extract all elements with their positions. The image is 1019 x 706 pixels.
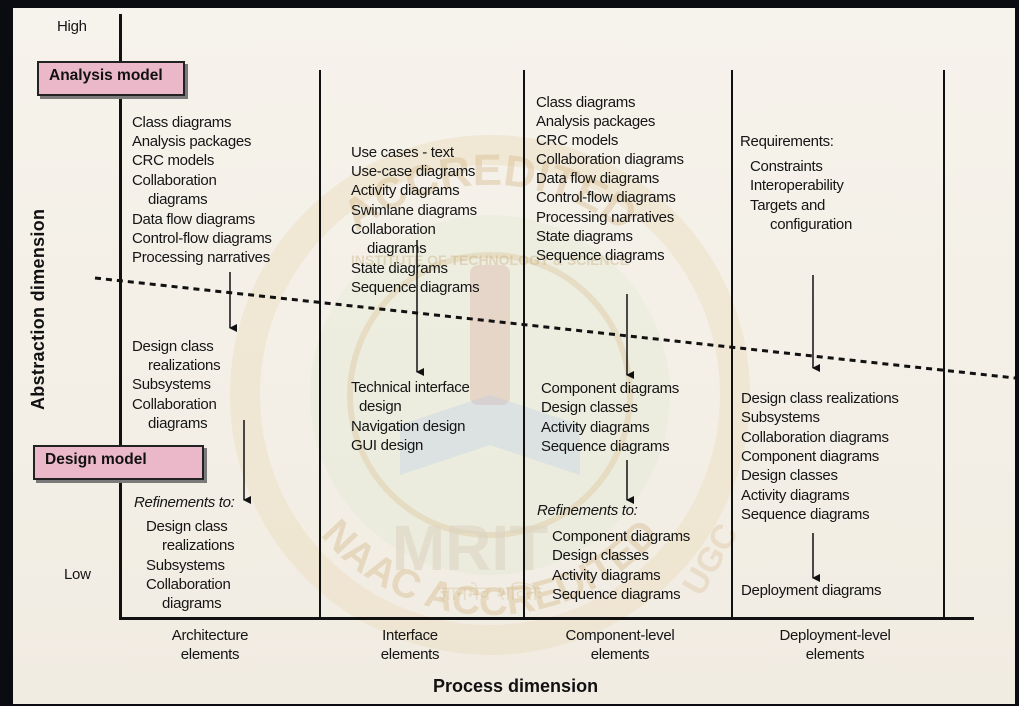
arch-design-item-2: realizations <box>148 357 221 374</box>
comp-refinement-item-4: Sequence diagrams <box>552 586 681 603</box>
deploy-analysis-item-1: Requirements: <box>740 133 834 150</box>
arch-design-item-5: diagrams <box>148 415 208 432</box>
arch-refinements-label: Refinements to: <box>134 494 235 511</box>
analysis-model-label: Analysis model <box>49 67 163 84</box>
column-divider-3 <box>731 70 733 620</box>
arch-refinement-item-3: Subsystems <box>146 557 225 574</box>
comp-refinements-label: Refinements to: <box>537 502 638 519</box>
deploy-design-item-3: Collaboration diagrams <box>741 429 889 446</box>
deploy-design-item-2: Subsystems <box>741 409 820 426</box>
analysis-model-box: Analysis model <box>37 61 185 96</box>
iface-design-item-4: GUI design <box>351 437 424 454</box>
deploy-analysis-item-2: Constraints <box>750 158 823 175</box>
footer-interface-line-2: elements <box>380 646 440 663</box>
footer-interface-line-1: Interface <box>382 627 438 644</box>
watermark-seal: ACCREDITED INSTITUTE OF TECHNOLOGY & SCI… <box>230 135 750 655</box>
arch-analysis-item-6: Data flow diagrams <box>132 211 255 228</box>
iface-analysis-item-2: Use-case diagrams <box>351 163 476 180</box>
column-divider-1 <box>319 70 321 620</box>
comp-design-item-2: Design classes <box>541 399 638 416</box>
iface-design-item-3: Navigation design <box>351 418 466 435</box>
abstraction-axis-label: Abstraction dimension <box>28 208 48 410</box>
high-label: High <box>57 18 87 35</box>
iface-analysis-item-7: State diagrams <box>351 260 448 277</box>
arch-design-item-1: Design class <box>132 338 214 355</box>
comp-analysis-item-1: Class diagrams <box>536 94 636 111</box>
design-model-label: Design model <box>45 451 147 468</box>
deploy-design-item-6: Activity diagrams <box>741 487 850 504</box>
iface-analysis-item-4: Swimlane diagrams <box>351 202 477 219</box>
iface-analysis-item-8: Sequence diagrams <box>351 279 480 296</box>
process-axis <box>119 617 974 620</box>
footer-component-line-1: Component-level <box>565 627 675 644</box>
iface-analysis-item-6: diagrams <box>367 240 427 257</box>
watermark-mid-text: MRIT <box>392 512 548 584</box>
arch-refinement-item-5: diagrams <box>162 595 222 612</box>
arch-design-item-3: Subsystems <box>132 376 211 393</box>
arch-refinement-item-1: Design class <box>146 518 228 535</box>
comp-design-item-4: Sequence diagrams <box>541 438 670 455</box>
comp-analysis-item-3: CRC models <box>536 132 619 149</box>
arch-analysis-item-4: Collaboration <box>132 172 217 189</box>
comp-analysis-item-2: Analysis packages <box>536 113 656 130</box>
diagram-panel <box>13 8 1015 704</box>
iface-analysis-item-3: Activity diagrams <box>351 182 460 199</box>
iface-design-item-1: Technical interface <box>351 379 470 396</box>
arch-refinement-item-4: Collaboration <box>146 576 231 593</box>
column-divider-2 <box>523 70 525 620</box>
abstraction-axis <box>119 14 122 619</box>
comp-refinement-item-1: Component diagrams <box>552 528 691 545</box>
comp-analysis-item-4: Collaboration diagrams <box>536 151 684 168</box>
arch-analysis-item-7: Control-flow diagrams <box>132 230 272 247</box>
deploy-design-item-7: Sequence diagrams <box>741 506 870 523</box>
iface-design-item-2: design <box>359 398 402 415</box>
watermark-institute-text: INSTITUTE OF TECHNOLOGY & SCIENCE <box>351 252 629 268</box>
deploy-deployment-item-1: Deployment diagrams <box>741 582 882 599</box>
analysis-design-boundary <box>94 276 1016 380</box>
footer-deployment-line-2: elements <box>805 646 865 663</box>
deploy-analysis-item-3: Interoperability <box>750 177 844 194</box>
comp-design-item-3: Activity diagrams <box>541 419 650 436</box>
design-model-box: Design model <box>33 445 204 480</box>
iface-analysis-item-1: Use cases - text <box>351 144 454 161</box>
arch-analysis-item-5: diagrams <box>148 191 208 208</box>
footer-deployment-line-1: Deployment-level <box>779 627 891 644</box>
comp-analysis-item-6: Control-flow diagrams <box>536 189 676 206</box>
deploy-analysis-item-4: Targets and <box>750 197 826 214</box>
arch-analysis-item-1: Class diagrams <box>132 114 232 131</box>
comp-design-item-1: Component diagrams <box>541 380 680 397</box>
column-divider-4 <box>943 70 945 620</box>
comp-refinement-item-3: Activity diagrams <box>552 567 661 584</box>
iface-analysis-item-5: Collaboration <box>351 221 436 238</box>
arch-design-item-4: Collaboration <box>132 396 217 413</box>
deploy-design-item-5: Design classes <box>741 467 838 484</box>
footer-architecture-line-1: Architecture <box>171 627 249 644</box>
deploy-design-item-1: Design class realizations <box>741 390 899 407</box>
deploy-analysis-item-5: configuration <box>770 216 852 233</box>
footer-component-line-2: elements <box>590 646 650 663</box>
process-axis-label: Process dimension <box>433 676 599 696</box>
deploy-design-item-4: Component diagrams <box>741 448 880 465</box>
comp-analysis-item-9: Sequence diagrams <box>536 247 665 264</box>
comp-refinement-item-2: Design classes <box>552 547 649 564</box>
watermark-hindi-text: ज्ञानमेव शक्तिः <box>438 581 542 605</box>
arch-analysis-item-8: Processing narratives <box>132 249 270 266</box>
comp-analysis-item-8: State diagrams <box>536 228 633 245</box>
arch-refinement-item-2: realizations <box>162 537 235 554</box>
comp-analysis-item-7: Processing narratives <box>536 209 674 226</box>
footer-architecture-line-2: elements <box>180 646 240 663</box>
arch-analysis-item-3: CRC models <box>132 152 215 169</box>
arch-analysis-item-2: Analysis packages <box>132 133 252 150</box>
low-label: Low <box>64 566 91 583</box>
comp-analysis-item-5: Data flow diagrams <box>536 170 659 187</box>
